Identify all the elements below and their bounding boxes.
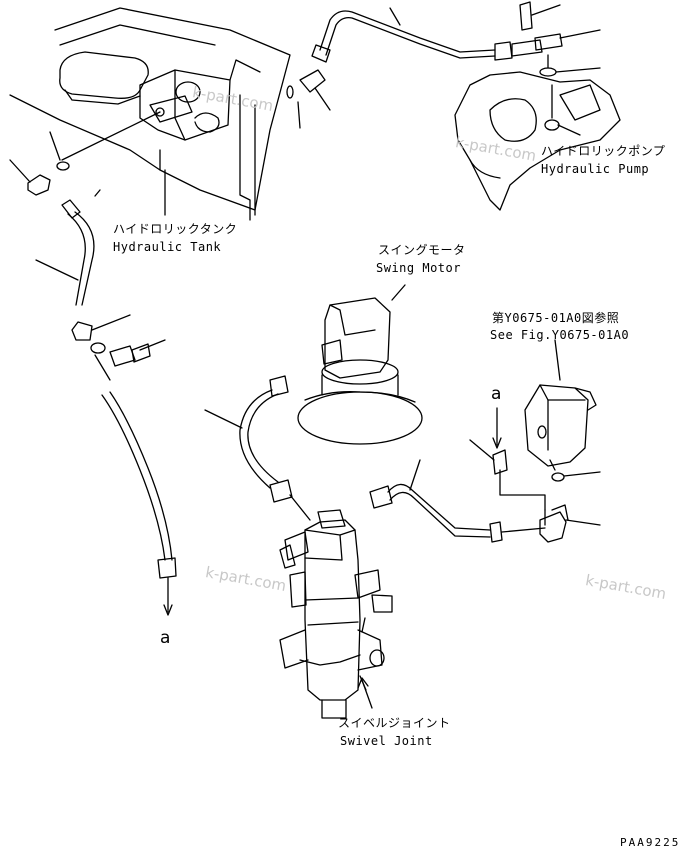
swing-hose-right xyxy=(369,459,546,543)
valve-block xyxy=(524,339,601,482)
label-hydraulic-pump-en: Hydraulic Pump xyxy=(541,162,650,176)
pump-fittings xyxy=(511,1,601,77)
connection-ref-a-right: a xyxy=(491,384,502,404)
swing-hose-left xyxy=(204,375,311,521)
suction-hose-top xyxy=(286,7,513,129)
label-see-fig-jp: 第Y0675-01A0図参照 xyxy=(492,311,620,325)
label-see-fig-en: See Fig.Y0675-01A0 xyxy=(490,328,630,342)
swivel-joint xyxy=(279,509,393,719)
hydraulic-pump xyxy=(454,71,621,211)
hydraulic-tank xyxy=(9,7,291,221)
leader-lines-tank xyxy=(9,104,256,216)
label-hydraulic-tank-en: Hydraulic Tank xyxy=(113,240,222,254)
label-swing-motor-jp: スイングモータ xyxy=(378,243,466,257)
swing-motor xyxy=(297,284,423,445)
label-swivel-joint-en: Swivel Joint xyxy=(340,734,433,748)
drain-line-right xyxy=(469,407,601,543)
drawing-code: PAA9225 xyxy=(620,836,681,849)
label-swing-motor-en: Swing Motor xyxy=(376,261,461,275)
return-hose-left xyxy=(35,199,177,616)
label-hydraulic-tank-jp: ハイドロリックタンク xyxy=(113,222,238,236)
label-swivel-joint-jp: スイベルジョイント xyxy=(338,716,451,730)
label-hydraulic-pump-jp: ハイドロリックポンプ xyxy=(541,144,666,158)
connection-ref-a-left: a xyxy=(160,628,171,648)
swivel-leader xyxy=(357,677,373,709)
